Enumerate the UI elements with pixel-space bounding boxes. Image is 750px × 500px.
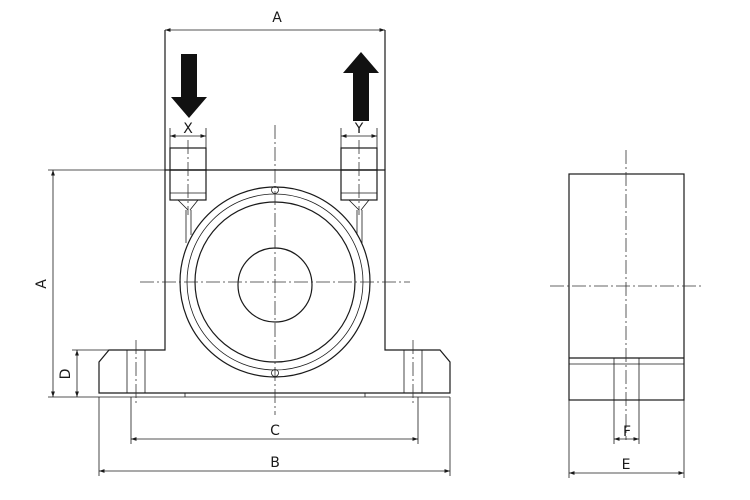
label-b: B	[270, 455, 280, 471]
label-e: E	[622, 457, 631, 473]
dimension-d: D	[58, 349, 109, 397]
dimension-c: C	[130, 397, 419, 444]
dimension-y: Y	[340, 121, 378, 148]
label-a-top: A	[272, 10, 282, 26]
label-d: D	[58, 369, 74, 380]
arrow-up-icon	[343, 52, 379, 121]
inlet-fitting	[169, 140, 207, 243]
dimension-f: F	[613, 400, 640, 444]
side-body-outline	[568, 173, 685, 401]
label-x: X	[183, 121, 193, 137]
dimension-b: B	[98, 397, 451, 476]
dimension-a-top: A	[165, 10, 385, 32]
body-outline	[98, 169, 451, 394]
label-a-vertical: A	[34, 279, 50, 289]
dimension-x: X	[169, 121, 207, 148]
side-view: F E	[550, 150, 703, 478]
arrow-down-icon	[171, 54, 207, 118]
right-foot-hole	[403, 340, 423, 405]
label-f: F	[623, 424, 631, 440]
left-foot-hole	[126, 340, 146, 405]
label-c: C	[270, 423, 280, 439]
front-view: A X Y A D	[34, 10, 451, 476]
dimension-a-vertical: A	[34, 169, 165, 398]
dimension-e: E	[568, 400, 685, 478]
outlet-fitting	[340, 140, 378, 243]
label-y: Y	[354, 121, 364, 137]
